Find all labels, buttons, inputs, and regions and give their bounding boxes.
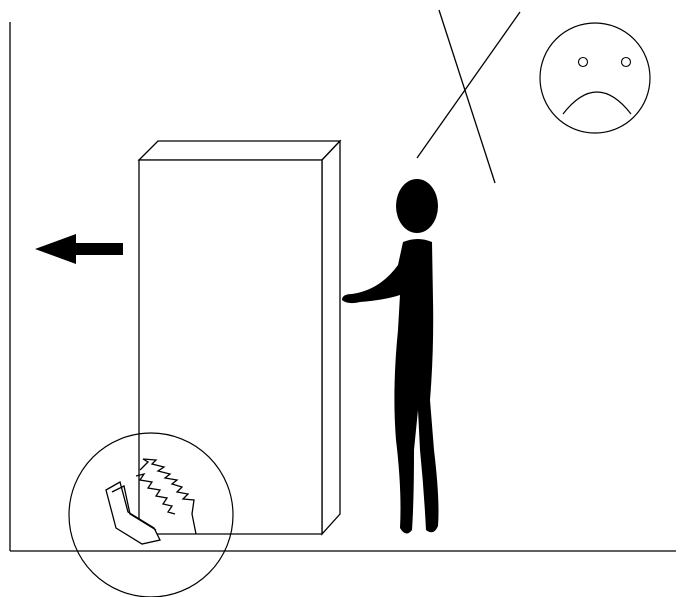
box-top-face [137,140,342,161]
person-figure [342,179,439,534]
zigzag-steps-detail [139,458,197,535]
person-head [396,179,438,233]
right-eye [620,56,632,68]
arrowhead-icon [35,234,76,264]
broken-fragment-inner [111,485,157,531]
arrow-shaft [70,243,123,255]
frowning-face-icon [539,22,651,134]
box-side-face [321,139,341,536]
zigzag-steps-inner [135,472,176,515]
left-eye [577,56,589,68]
frown-mouth [562,91,632,115]
cross-line-b [416,11,521,159]
cross-out-mark [416,9,521,184]
direction-arrow [35,234,123,264]
cross-line-a [438,9,496,184]
magnifier-detail [68,432,234,597]
magnifier-circle [68,432,234,597]
person-body [342,239,439,534]
face-outline [539,22,651,134]
